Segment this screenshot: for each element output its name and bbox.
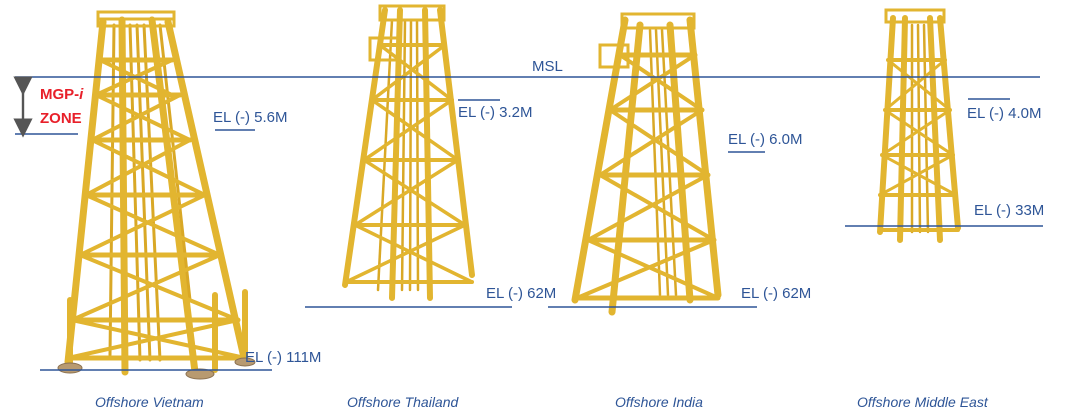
jacket-india xyxy=(571,12,722,316)
jacket-vietnam xyxy=(57,10,256,380)
middle-east-top-level: EL (-) 4.0M xyxy=(967,105,1042,122)
vietnam-top-level: EL (-) 5.6M xyxy=(213,109,288,126)
caption-middle-east: Offshore Middle East xyxy=(857,394,988,410)
msl-label: MSL xyxy=(532,58,563,75)
middle-east-bottom-level: EL (-) 33M xyxy=(974,202,1045,219)
caption-thailand: Offshore Thailand xyxy=(347,394,459,410)
caption-vietnam: Offshore Vietnam xyxy=(95,394,204,410)
india-top-level: EL (-) 6.0M xyxy=(728,131,803,148)
caption-india: Offshore India xyxy=(615,394,703,410)
mgp-zone-label-line2: ZONE xyxy=(40,110,82,127)
thailand-top-level: EL (-) 3.2M xyxy=(458,104,533,121)
jacket-thailand xyxy=(342,4,475,301)
level-lines xyxy=(15,76,1043,371)
jacket-middle-east xyxy=(877,8,961,243)
mgp-zone-label-line1: MGP-i xyxy=(40,86,84,103)
thailand-bottom-level: EL (-) 62M xyxy=(486,285,557,302)
india-bottom-level: EL (-) 62M xyxy=(741,285,812,302)
vietnam-bottom-level: EL (-) 111M xyxy=(245,349,322,366)
